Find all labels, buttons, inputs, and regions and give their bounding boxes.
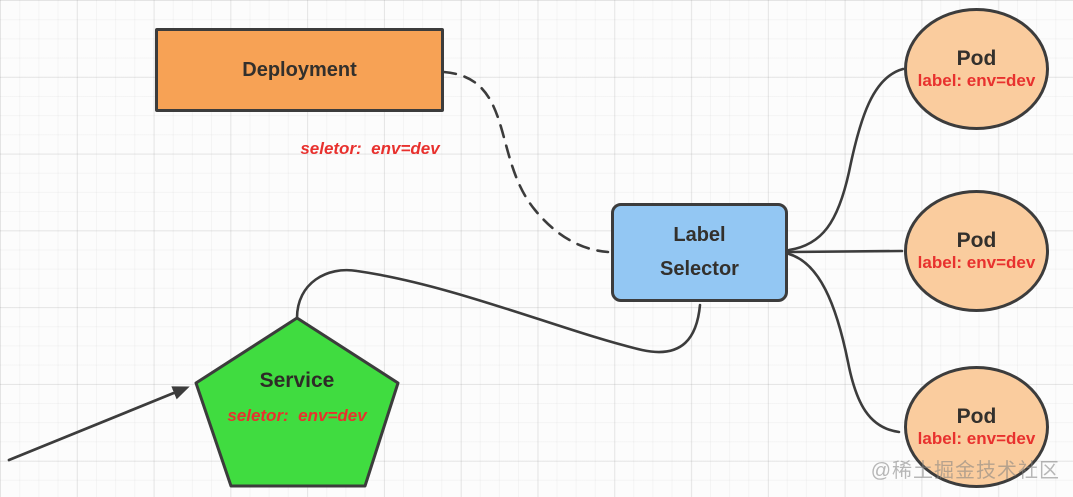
deployment-to-selector-edge: [442, 70, 610, 254]
pod-node-1: Pod label: env=dev: [904, 8, 1049, 130]
selector-to-pod1-edge: [787, 67, 905, 252]
pod2-label: Pod: [956, 228, 997, 252]
label-selector-node: Label Selector: [611, 203, 788, 302]
selector-to-pod2-edge: [787, 249, 904, 254]
deployment-node: Deployment: [155, 28, 444, 112]
pod-node-3: Pod label: env=dev: [904, 366, 1049, 488]
deployment-label: Deployment: [242, 58, 357, 81]
pod1-label: Pod: [956, 46, 997, 70]
label-selector-line1: Label: [673, 224, 726, 247]
selector-to-pod3-edge: [787, 252, 901, 434]
label-selector-line2: Selector: [660, 257, 739, 280]
pod1-env-label: label: env=dev: [917, 70, 1036, 90]
incoming-service-arrow: [7, 386, 190, 462]
service-pentagon-shape: [194, 316, 400, 488]
pod-node-2: Pod label: env=dev: [904, 190, 1049, 312]
pod3-env-label: label: env=dev: [917, 428, 1036, 448]
pod2-env-label: label: env=dev: [917, 252, 1036, 272]
pod3-label: Pod: [956, 404, 997, 428]
deployment-selector-note: seletor: env=dev: [300, 139, 440, 158]
